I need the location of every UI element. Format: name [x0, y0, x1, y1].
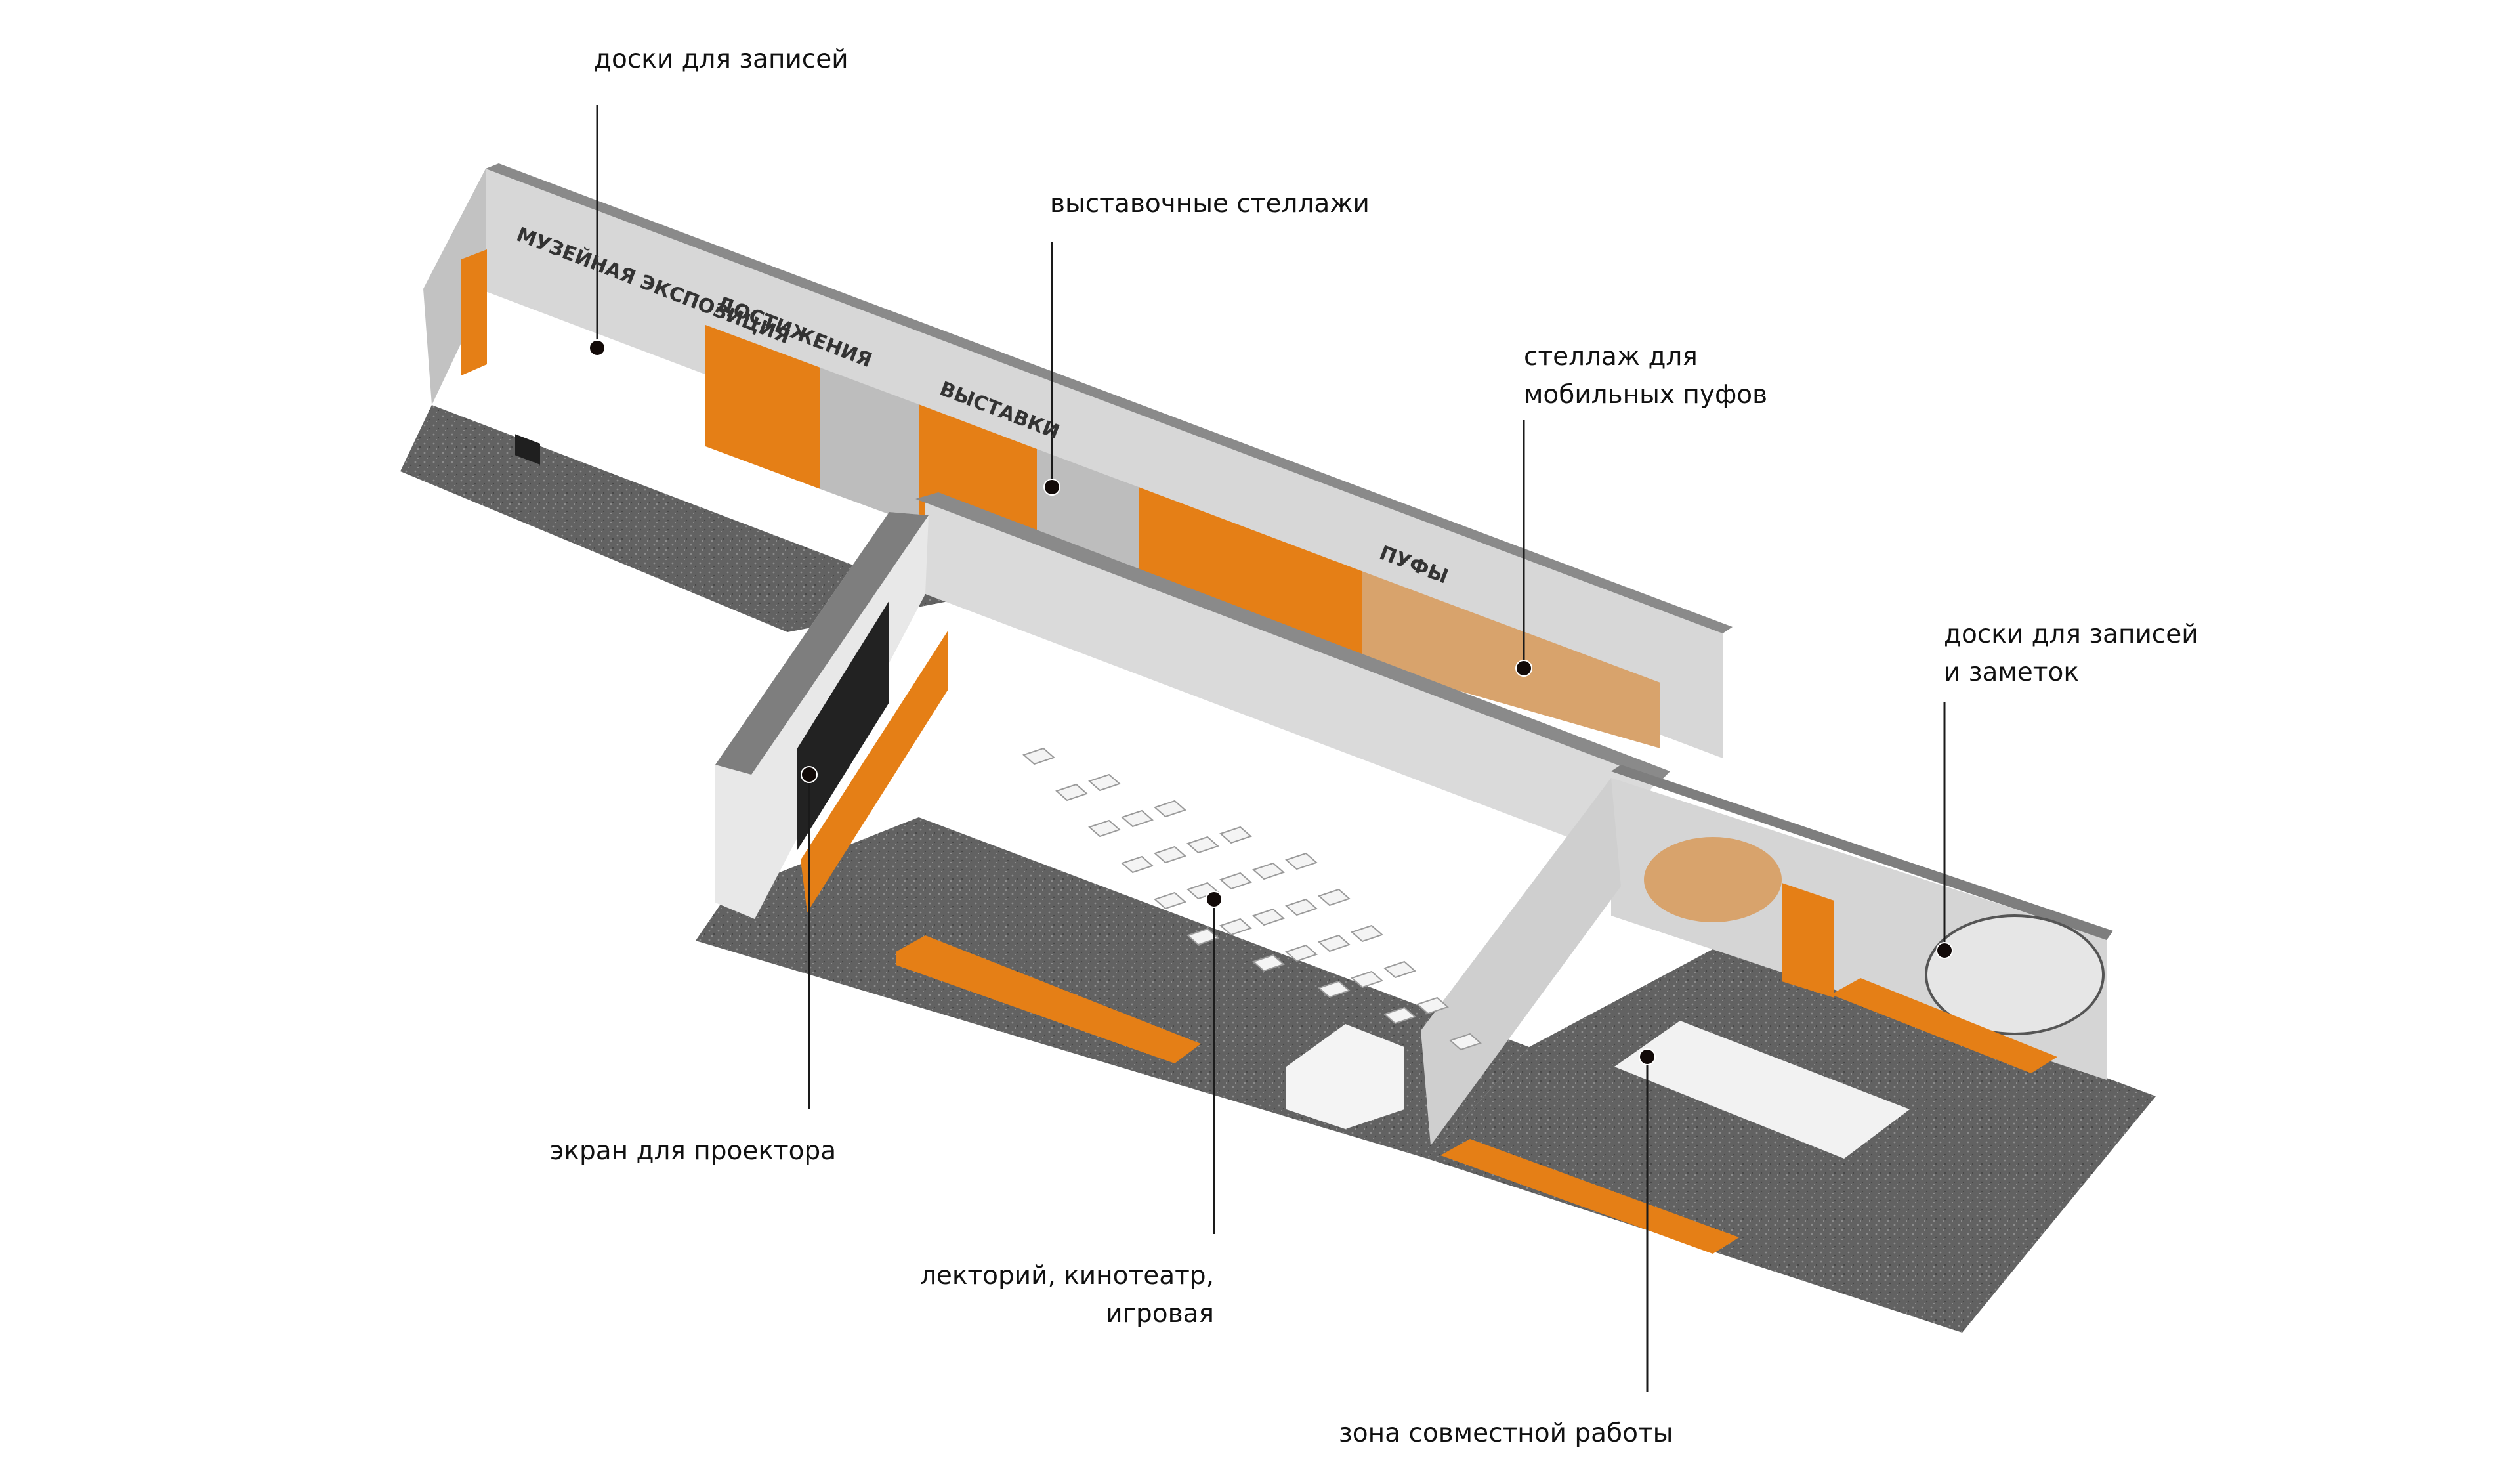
label-projector-screen-text: экран для проектора	[550, 1136, 837, 1166]
lecture-chair	[1318, 980, 1351, 998]
achievements-cabinet	[705, 325, 820, 489]
lecture-chair	[1252, 954, 1285, 972]
display-shelf-open-1	[820, 368, 919, 525]
lecture-chair	[1022, 747, 1055, 765]
callout-leaders	[589, 105, 1953, 1392]
lecture-chair	[1351, 970, 1383, 989]
label-boards-notes: доски для записей и заметок	[1944, 616, 2198, 692]
lecture-chair	[1318, 934, 1351, 952]
reception-desk	[1286, 1024, 1404, 1129]
label-boards-notes-line-2: и заметок	[1944, 658, 2079, 687]
label-display-shelves: выставочные стеллажи	[1050, 185, 1370, 223]
meeting-table	[1614, 1021, 1910, 1159]
arch-wall-face	[925, 499, 1660, 853]
label-pouf-rack-line-1: стеллаж для	[1524, 342, 1698, 372]
lecture-chair	[1154, 800, 1186, 818]
marble-partition	[1421, 778, 1621, 1145]
label-lecture-hall-line-1: лекторий, кинотеатр,	[919, 1261, 1214, 1291]
leader-dot-pouf-rack	[1515, 660, 1532, 677]
lecture-chair	[1285, 944, 1318, 962]
lecture-chair	[1252, 862, 1285, 880]
lecture-chair	[1383, 960, 1416, 979]
label-boards-top-text: доски для записей	[594, 45, 849, 74]
lecture-chair	[1088, 819, 1121, 838]
lecture-chairs	[1022, 747, 1482, 1051]
notes-boards-round	[1925, 914, 2105, 1035]
leader-dot-boards-top	[589, 339, 606, 356]
lecture-chair	[1186, 928, 1219, 946]
perforated-pegboard	[1644, 837, 1782, 922]
lecture-chair	[1449, 1033, 1482, 1051]
lecture-chair	[1121, 855, 1154, 874]
lecture-chair	[1055, 783, 1088, 802]
arch-wall-top	[915, 492, 1670, 781]
projector-wall-top	[715, 512, 929, 775]
lecture-chair	[1416, 996, 1449, 1015]
leader-dot-projector-screen	[801, 766, 818, 783]
lecture-chair	[1318, 888, 1351, 907]
label-display-shelves-text: выставочные стеллажи	[1050, 189, 1370, 219]
leader-dot-coworking	[1639, 1048, 1656, 1065]
label-lecture-hall: лекторий, кинотеатр, игровая	[919, 1257, 1214, 1333]
lecture-chair	[1252, 908, 1285, 926]
label-pouf-rack: стеллаж для мобильных пуфов	[1524, 338, 1767, 414]
label-coworking-text: зона совместной работы	[1339, 1419, 1673, 1448]
corridor-door	[461, 249, 487, 375]
bench-row-hall	[896, 935, 1201, 1063]
coworking-back-wall-top	[1611, 765, 2113, 940]
lecture-chair	[1285, 898, 1318, 916]
lecture-chair	[1186, 836, 1219, 854]
lecture-chair	[1219, 918, 1252, 936]
leader-dot-lecture-hall	[1206, 891, 1223, 908]
projector-wall-cabinets	[801, 630, 948, 912]
corridor-end-wall	[423, 169, 486, 405]
label-projector-screen: экран для проектора	[550, 1132, 836, 1170]
back-wall-upper-top	[486, 163, 1732, 633]
label-coworking: зона совместной работы	[1339, 1415, 1673, 1453]
label-boards-notes-line-1: доски для записей	[1944, 620, 2198, 649]
lecture-chair	[1351, 924, 1383, 943]
pouf-rack	[1362, 571, 1660, 748]
lecture-chair	[1154, 845, 1186, 864]
lecture-chair	[1219, 826, 1252, 844]
projector-screen	[797, 601, 889, 850]
leader-dot-display-shelves	[1043, 479, 1060, 496]
lecture-chair	[1121, 809, 1154, 828]
bench-row-coworking	[1440, 1139, 1739, 1254]
label-pouf-rack-line-2: мобильных пуфов	[1524, 380, 1768, 410]
lecture-chair	[1285, 852, 1318, 870]
lecture-chair	[1154, 891, 1186, 910]
coworking-door	[1782, 883, 1834, 998]
label-lecture-hall-line-2: игровая	[1106, 1299, 1214, 1329]
lecture-chair	[1088, 773, 1121, 792]
leader-dot-boards-notes	[1936, 942, 1953, 959]
bench-row-coworking-2	[1831, 978, 2057, 1073]
lecture-chair	[1383, 1006, 1416, 1025]
label-boards-top: доски для записей	[594, 41, 849, 79]
black-boards-grid	[515, 434, 540, 465]
lecture-chair	[1219, 872, 1252, 890]
